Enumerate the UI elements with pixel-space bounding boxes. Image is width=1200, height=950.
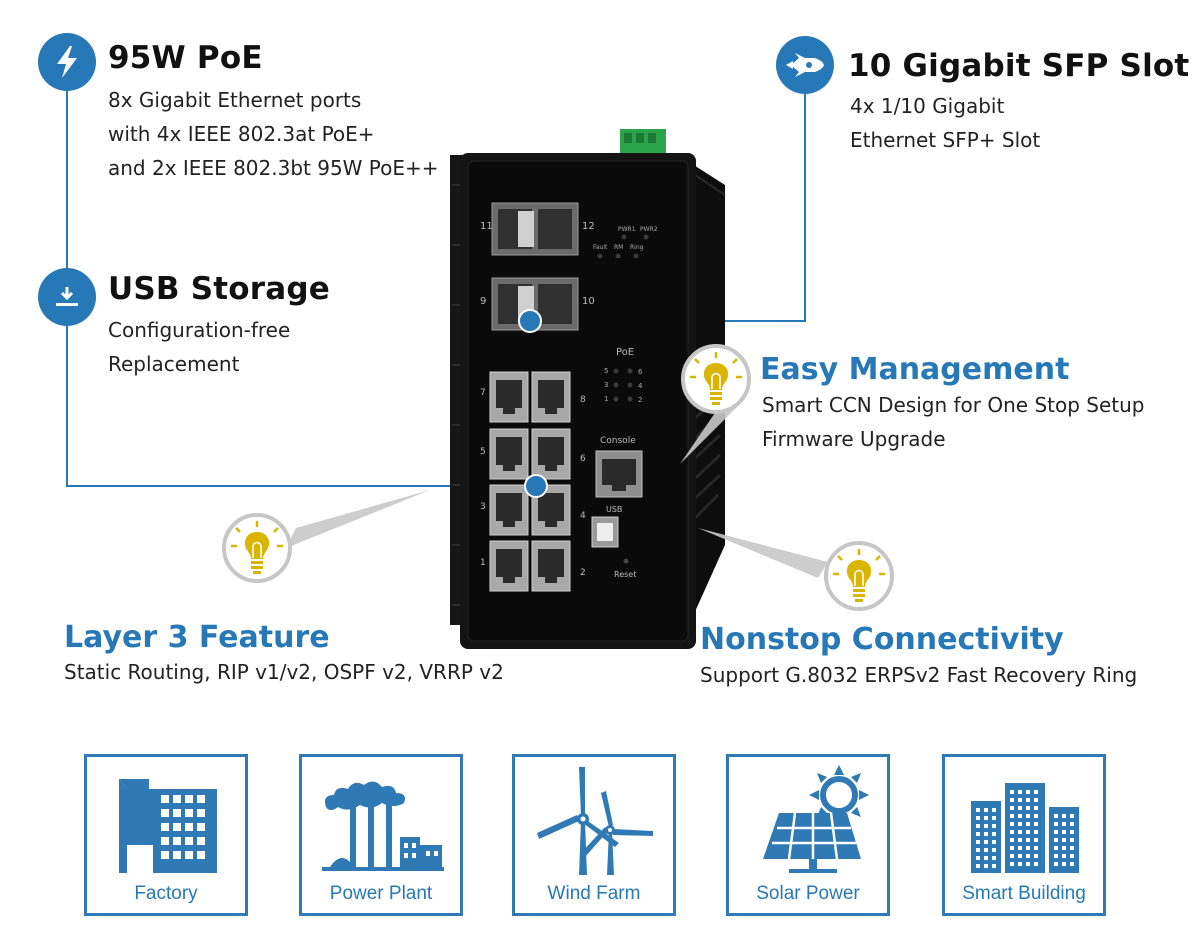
led-pwr1-label: PWR1 bbox=[618, 226, 636, 233]
download-icon bbox=[38, 268, 96, 326]
svg-text:2: 2 bbox=[580, 568, 586, 578]
poe-title: 95W PoE bbox=[108, 40, 263, 76]
led-ring-label: Ring bbox=[630, 244, 644, 251]
poe-line-2: with 4x IEEE 802.3at PoE+ bbox=[108, 122, 375, 146]
led-rm-label: RM bbox=[614, 244, 623, 251]
nonstop-title: Nonstop Connectivity bbox=[700, 622, 1064, 657]
svg-text:3: 3 bbox=[604, 381, 608, 389]
usb-port-label: USB bbox=[606, 505, 622, 514]
reset-label: Reset bbox=[614, 570, 636, 579]
sfp-port-11-label: 11 bbox=[480, 221, 493, 232]
app-label-power-plant: Power Plant bbox=[329, 883, 433, 904]
svg-text:6: 6 bbox=[580, 454, 586, 464]
management-line-2: Firmware Upgrade bbox=[762, 427, 946, 451]
layer3-title: Layer 3 Feature bbox=[64, 620, 330, 655]
svg-text:8: 8 bbox=[580, 395, 586, 405]
svg-text:5: 5 bbox=[604, 367, 608, 375]
svg-text:5: 5 bbox=[480, 447, 486, 457]
app-label-smart-building: Smart Building bbox=[962, 883, 1086, 904]
led-fault-label: Fault bbox=[593, 244, 608, 251]
svg-text:1: 1 bbox=[604, 395, 608, 403]
svg-text:7: 7 bbox=[480, 388, 486, 398]
sfp-port-9-label: 9 bbox=[480, 296, 486, 307]
building-icon bbox=[971, 783, 1079, 873]
app-label-factory: Factory bbox=[134, 883, 198, 904]
solar-panel-icon bbox=[763, 765, 869, 873]
svg-text:4: 4 bbox=[580, 511, 586, 521]
sfp-line-1: 4x 1/10 Gigabit bbox=[850, 94, 1005, 118]
lightbulb-icon bbox=[222, 513, 292, 583]
poe-connector-dot bbox=[524, 474, 548, 498]
app-label-wind-farm: Wind Farm bbox=[547, 883, 641, 904]
layer3-line-1: Static Routing, RIP v1/v2, OSPF v2, VRRP… bbox=[64, 660, 504, 684]
nonstop-line-1: Support G.8032 ERPSv2 Fast Recovery Ring bbox=[700, 663, 1138, 687]
led-pwr2-label: PWR2 bbox=[640, 226, 658, 233]
sfp-title: 10 Gigabit SFP Slot bbox=[848, 48, 1190, 84]
app-card-solar-power: Solar Power bbox=[726, 754, 890, 916]
poe-line-1: 8x Gigabit Ethernet ports bbox=[108, 88, 362, 112]
lightbulb-icon bbox=[681, 344, 751, 414]
rocket-icon bbox=[776, 36, 834, 94]
sfp-port-10-label: 10 bbox=[582, 296, 595, 307]
usb-line-1: Configuration-free bbox=[108, 318, 291, 342]
poe-led-label: PoE bbox=[616, 347, 634, 358]
console-label: Console bbox=[600, 436, 636, 446]
industrial-switch-device: 11 12 9 10 PWR1 PWR2 Fault RM Ring PoE 5… bbox=[450, 129, 726, 649]
power-plant-icon bbox=[322, 781, 444, 871]
usb-title: USB Storage bbox=[108, 271, 330, 307]
wind-turbine-icon bbox=[537, 767, 653, 875]
svg-text:6: 6 bbox=[638, 368, 643, 376]
management-title: Easy Management bbox=[760, 352, 1070, 387]
svg-text:2: 2 bbox=[638, 396, 642, 404]
app-card-smart-building: Smart Building bbox=[942, 754, 1106, 916]
sfp-connector-dot bbox=[518, 309, 542, 333]
poe-connector-horizontal bbox=[66, 485, 536, 487]
sfp-connector-line bbox=[804, 92, 806, 321]
usb-line-2: Replacement bbox=[108, 352, 240, 376]
svg-text:3: 3 bbox=[480, 502, 486, 512]
poe-line-3: and 2x IEEE 802.3bt 95W PoE++ bbox=[108, 156, 439, 180]
sfp-line-2: Ethernet SFP+ Slot bbox=[850, 128, 1041, 152]
rj45-port-block bbox=[489, 371, 571, 592]
svg-text:4: 4 bbox=[638, 382, 643, 390]
lightning-icon bbox=[38, 33, 96, 91]
app-card-power-plant: Power Plant bbox=[299, 754, 463, 916]
factory-icon bbox=[119, 779, 217, 873]
sfp-port-12-label: 12 bbox=[582, 221, 595, 232]
app-card-wind-farm: Wind Farm bbox=[512, 754, 676, 916]
management-line-1: Smart CCN Design for One Stop Setup bbox=[762, 393, 1145, 417]
lightbulb-icon bbox=[824, 541, 894, 611]
svg-text:1: 1 bbox=[480, 558, 486, 568]
app-label-solar-power: Solar Power bbox=[756, 883, 860, 904]
app-card-factory: Factory bbox=[84, 754, 248, 916]
